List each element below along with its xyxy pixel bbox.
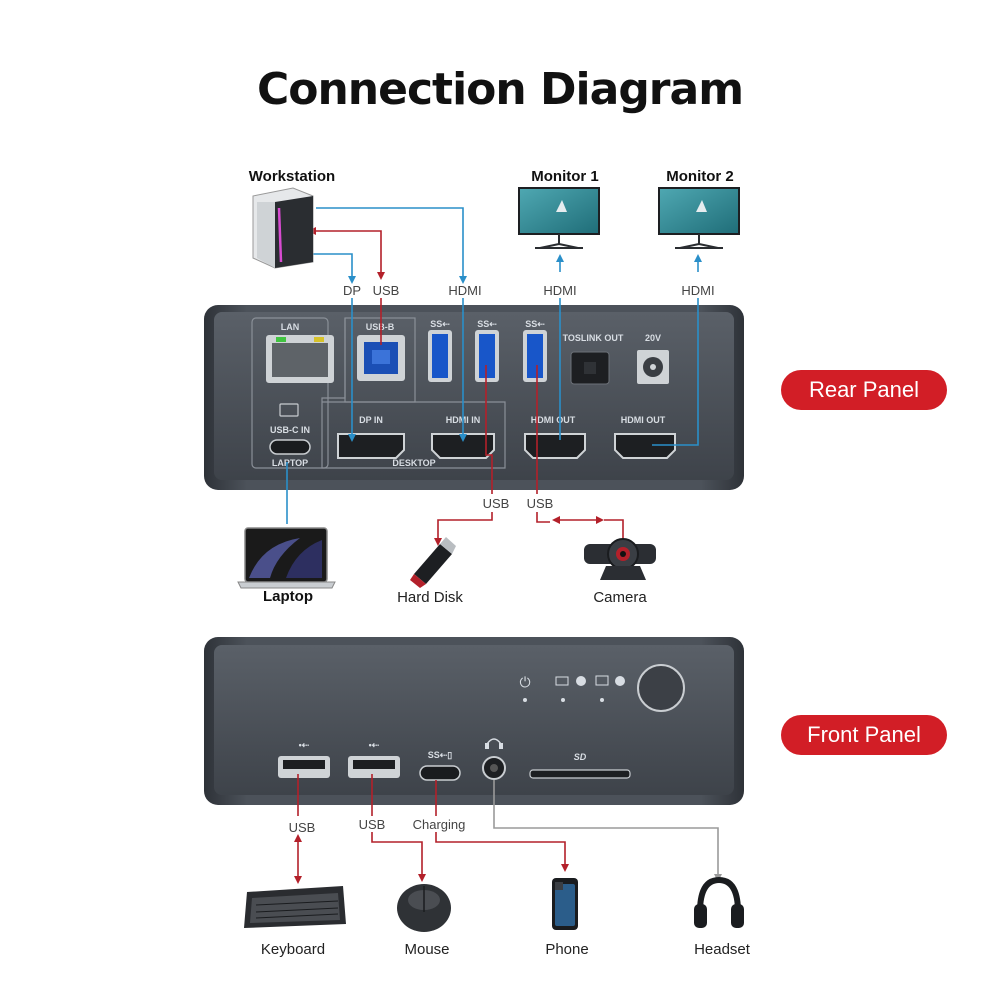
usbc-in-port: USB-C IN LAPTOP — [269, 403, 311, 468]
usbc-in-label: USB-C IN — [270, 425, 310, 435]
cable-dp-upper — [312, 253, 356, 284]
mouse-icon — [397, 884, 451, 932]
cable-usb-mouse-lower — [371, 832, 426, 882]
cable-usb-ws-upper — [308, 227, 385, 280]
dp-in-label: DP IN — [359, 415, 383, 425]
blue-cables — [286, 207, 702, 524]
phone-label: Phone — [545, 941, 589, 958]
front-usb-a-1: •⇠ — [278, 740, 330, 778]
cable-label-usb-top: USB — [372, 283, 400, 298]
cable-label-hdmi-m1: HDMI — [543, 283, 577, 298]
cable-label-hdmi-m2: HDMI — [681, 283, 715, 298]
cable-label-dp: DP — [342, 283, 362, 298]
hdmi-out1-port: HDMI OUT — [524, 415, 586, 459]
rear-panel-badge: Rear Panel — [781, 370, 947, 410]
cable-usb-disk-lower — [434, 512, 493, 546]
usb-b-port: USB-B — [357, 322, 405, 381]
monitor1-label: Monitor 1 — [531, 168, 599, 185]
svg-text:SS⇠: SS⇠ — [477, 319, 497, 329]
sd-card-slot: SD — [529, 752, 631, 779]
cable-label-usb-mouse: USB — [358, 817, 386, 832]
cable-label-charging: Charging — [412, 817, 466, 832]
cable-usb-disk-upper — [485, 365, 493, 494]
workstation-label: Workstation — [248, 168, 336, 185]
svg-text:⏻: ⏻ — [519, 674, 530, 690]
mouse-label: Mouse — [404, 941, 450, 958]
cable-usb-cam-mid — [536, 512, 550, 523]
laptop-label: Laptop — [263, 588, 313, 605]
cable-label-hdmi-ws: HDMI — [448, 283, 482, 298]
grey-cable — [493, 780, 722, 882]
status-leds: ⏻ — [519, 674, 625, 702]
sd-label: SD — [574, 752, 587, 762]
svg-text:•⇠: •⇠ — [369, 740, 380, 750]
workstation-icon — [252, 187, 314, 269]
front-usb-c: SS⇠▯ — [419, 750, 461, 781]
hdmi-out2-port: HDMI OUT — [614, 415, 676, 459]
monitor2-icon — [658, 187, 740, 249]
page-title: Connection Diagram — [256, 64, 744, 115]
power-button-icon — [637, 664, 685, 712]
desktop-group-label: DESKTOP — [392, 458, 435, 468]
camera-label: Camera — [593, 589, 647, 606]
headset-icon — [694, 876, 744, 928]
laptop-icon — [237, 527, 336, 589]
cable-usb-cam-lower — [604, 519, 624, 542]
camera-icon — [584, 538, 656, 580]
power-port: 20V — [637, 333, 669, 384]
keyboard-icon — [244, 886, 346, 928]
svg-text:SS⇠: SS⇠ — [430, 319, 450, 329]
svg-text:SS⇠▯: SS⇠▯ — [428, 750, 453, 760]
red-cables — [294, 227, 624, 884]
front-dock — [204, 637, 744, 805]
hard-disk-icon — [410, 537, 456, 588]
laptop-group-label: LAPTOP — [272, 458, 308, 468]
keyboard-label: Keyboard — [260, 941, 326, 958]
cable-label-usb-disk: USB — [482, 496, 510, 511]
audio-jack — [482, 738, 506, 780]
svg-text:SS⇠: SS⇠ — [525, 319, 545, 329]
phone-icon — [552, 878, 578, 930]
hdmi-out2-label: HDMI OUT — [621, 415, 666, 425]
toslink-label: TOSLINK OUT — [563, 333, 624, 343]
cable-label-usb-kb: USB — [288, 820, 316, 835]
headset-label: Headset — [694, 941, 750, 958]
cable-label-usb-cam: USB — [526, 496, 554, 511]
monitor1-icon — [518, 187, 600, 249]
cable-headset — [493, 780, 722, 882]
lan-port: LAN — [266, 322, 334, 383]
hdmi-out1-label: HDMI OUT — [531, 415, 576, 425]
cable-charging-lower — [435, 832, 569, 872]
hard-disk-label: Hard Disk — [397, 589, 463, 606]
cable-hdmi-m2-lower — [652, 298, 699, 446]
usb-a-ports: SS⇠ SS⇠ SS⇠ — [428, 319, 547, 382]
lan-label: LAN — [281, 322, 300, 332]
cable-hdmi-ws-upper — [316, 207, 467, 284]
power-label: 20V — [645, 333, 661, 343]
front-panel-badge: Front Panel — [781, 715, 947, 755]
front-usb-a-2: •⇠ — [348, 740, 400, 778]
toslink-port: TOSLINK OUT — [563, 333, 624, 385]
svg-text:•⇠: •⇠ — [299, 740, 310, 750]
monitor2-label: Monitor 2 — [666, 168, 734, 185]
